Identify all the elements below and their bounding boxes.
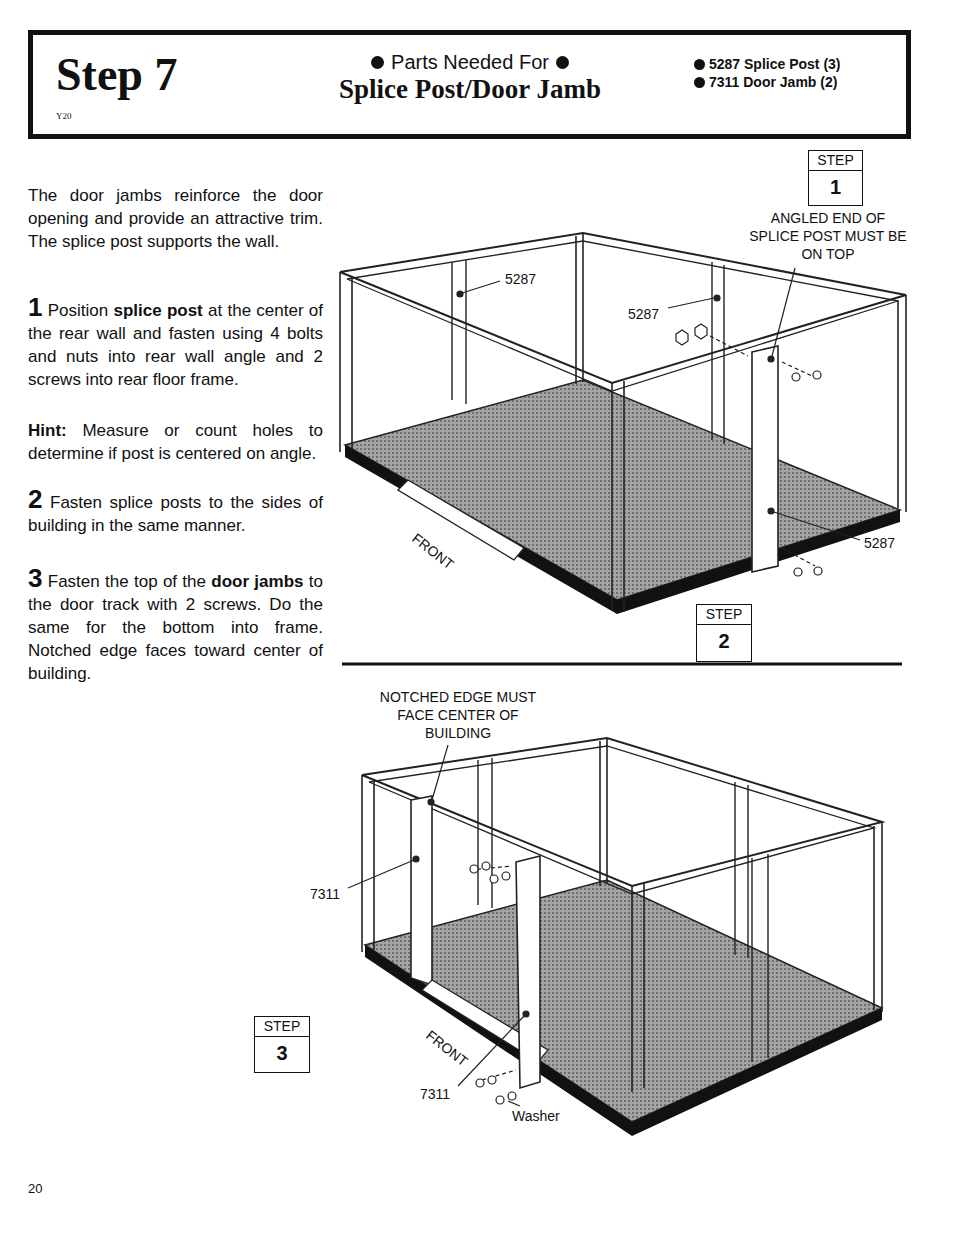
instruction-text: Measure or count holes to determine if p…	[28, 421, 323, 463]
instruction-text: Fasten the top of the	[48, 572, 206, 591]
bullet-dot	[694, 59, 705, 70]
bold-term: splice post	[113, 301, 202, 320]
front-label: FRONT	[421, 1025, 473, 1071]
door-jamb	[516, 856, 540, 1088]
instruction-text: The door jambs reinforce the door openin…	[28, 186, 323, 251]
step-number: 2	[697, 625, 751, 657]
leader-lines	[457, 268, 860, 540]
header-text: Y20	[56, 112, 72, 122]
instruction-text: Fasten splice posts to the sides of buil…	[28, 493, 323, 535]
hardware	[676, 324, 822, 576]
step-number: 2	[28, 484, 42, 514]
part-number: 7311	[310, 885, 340, 903]
header-text: 5287 Splice Post (3)	[709, 57, 841, 72]
part-number: 5287	[628, 305, 659, 323]
lower-shed-frame	[348, 738, 882, 1136]
corner-posts	[340, 233, 906, 612]
instruction-paragraph: 1 Position splice post at the center of …	[28, 296, 323, 391]
part-number: 5287	[505, 270, 536, 288]
leader-lines	[348, 745, 529, 1106]
step-number: 3	[28, 563, 42, 593]
bold-term: door jambs	[211, 572, 303, 591]
header-text: 7311 Door Jamb (2)	[709, 75, 837, 90]
corner-posts	[362, 738, 882, 1092]
callout-note: NOTCHED EDGE MUST FACE CENTER OF BUILDIN…	[373, 688, 543, 742]
part-number: 5287	[864, 534, 895, 552]
step-box: STEP3	[254, 1016, 310, 1073]
divider	[342, 663, 902, 666]
top-frame-inner	[369, 746, 874, 894]
step-label: STEP	[255, 1017, 309, 1037]
step-number: 3	[255, 1037, 309, 1069]
front-label: FRONT	[407, 528, 459, 574]
instruction-text: Position	[48, 301, 108, 320]
bullet-dot	[556, 56, 569, 69]
door-jamb	[411, 796, 432, 985]
floor-base	[365, 945, 882, 1136]
upper-shed-frame	[340, 233, 906, 614]
bullet-dot	[694, 77, 705, 88]
section-title: Splice Post/Door Jamb	[339, 75, 601, 105]
instruction-paragraph: 2 Fasten splice posts to the sides of bu…	[28, 488, 323, 537]
instruction-paragraph: 3 Fasten the top of the door jambs to th…	[28, 567, 323, 685]
bold-term: Hint:	[28, 421, 67, 440]
top-frame-inner	[347, 241, 898, 391]
step-label: STEP	[809, 151, 862, 171]
header-text: Parts Needed For	[391, 51, 549, 73]
step-label: STEP	[697, 605, 751, 625]
splice-post	[752, 346, 778, 572]
step-title: Step 7	[56, 50, 177, 101]
hardware-label: Washer	[512, 1107, 560, 1125]
part-number: 7311	[420, 1085, 450, 1103]
wall-posts	[452, 260, 724, 444]
bullet-dot	[371, 56, 384, 69]
floor-base	[345, 445, 900, 614]
hardware	[470, 862, 516, 1104]
floor	[365, 880, 882, 1122]
header-box: Step 7 Y20 Parts Needed ForSplice Post/Doo…	[28, 30, 911, 139]
instruction-paragraph: Hint: Measure or count holes to determin…	[28, 419, 323, 465]
step-box: STEP2	[696, 604, 752, 662]
step-number: 1	[809, 171, 862, 203]
callout-note: ANGLED END OF SPLICE POST MUST BE ON TOP	[746, 209, 911, 263]
instruction-paragraph: The door jambs reinforce the door openin…	[28, 184, 323, 253]
step-number: 1	[28, 292, 42, 322]
page-number: 20	[28, 1180, 42, 1198]
step-box: STEP1	[808, 150, 863, 206]
floor	[345, 380, 900, 600]
